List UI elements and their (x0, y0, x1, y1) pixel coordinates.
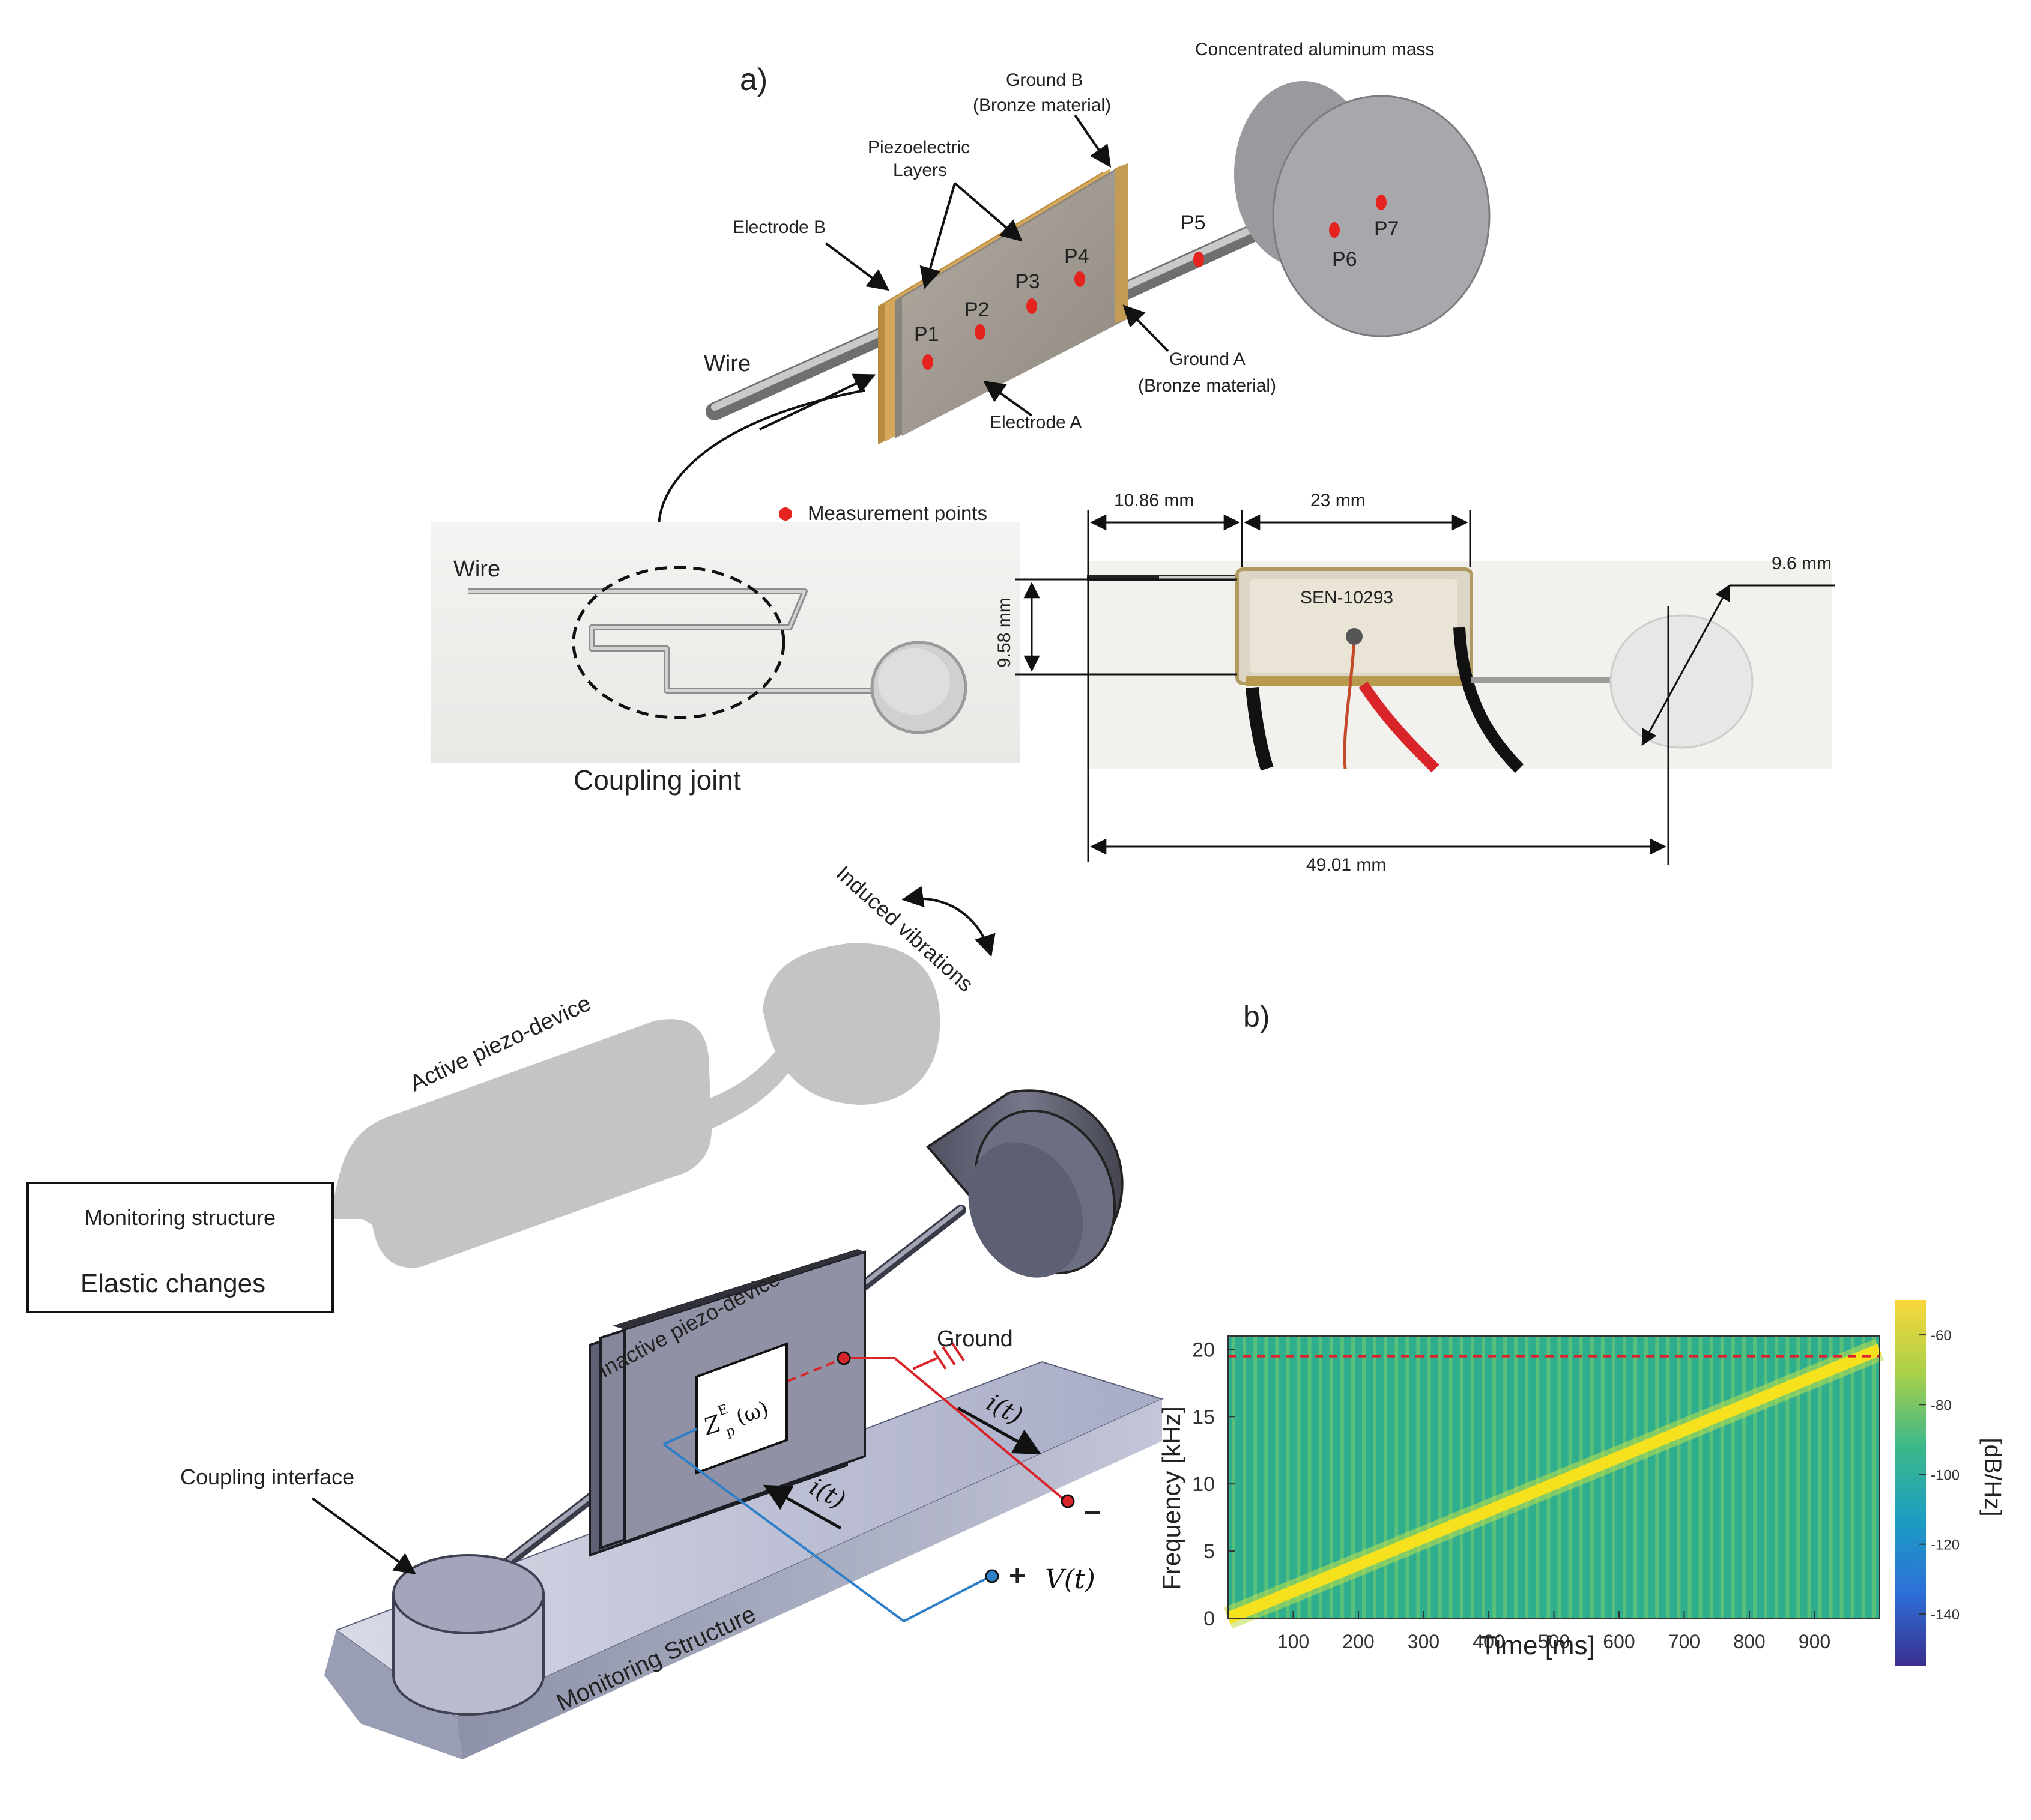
colorbar-tick-label: -60 (1931, 1328, 1952, 1344)
y-tick-label: 10 (1192, 1473, 1215, 1496)
coupling-interface-label: Coupling interface (180, 1465, 354, 1489)
cad-wire-label: Wire (704, 351, 751, 376)
x-tick-label: 100 (1277, 1631, 1309, 1652)
mass-label: Concentrated aluminum mass (1195, 40, 1435, 59)
panel-b: b) 100 200 300 400 500 600 700 800 900 0 5 10 15 20 F… (1157, 1000, 2006, 1666)
minus-label: – (1084, 1493, 1101, 1527)
monitoring-box (26, 1182, 334, 1313)
y-tick-label: 20 (1192, 1338, 1215, 1361)
ground-b-label: Ground B (1006, 70, 1083, 90)
terminal-plus (985, 1569, 999, 1583)
colorbar-tick-label: -80 (1931, 1397, 1952, 1413)
colorbar-tick-label: -120 (1931, 1537, 1960, 1553)
point-p7 (1376, 195, 1387, 210)
spectrogram-axes: 100 200 300 400 500 600 700 800 900 0 5 10 15 20 (1192, 1338, 1830, 1652)
colorbar-label: [dB/Hz] (1979, 1438, 2006, 1516)
dim-2-label: 23 mm (1310, 491, 1366, 510)
label-p3: P3 (1015, 270, 1040, 293)
terminal-minus (1061, 1494, 1075, 1508)
colorbar-tick-label: -100 (1931, 1467, 1960, 1483)
electrode-b-label: Electrode B (733, 217, 826, 237)
point-p5 (1193, 252, 1204, 267)
node-red (837, 1351, 851, 1365)
panel-b-label: b) (1243, 1000, 1270, 1033)
x-tick-label: 400 (1473, 1631, 1504, 1652)
chirp-line (1226, 1344, 1882, 1624)
ground-a-label: Ground A (1169, 349, 1246, 369)
dim-height-label: 9.58 mm (994, 597, 1014, 668)
cad-piezo-plate (878, 163, 1128, 444)
x-tick-label: 500 (1538, 1631, 1570, 1652)
label-p7: P7 (1374, 217, 1399, 240)
x-tick-label: 700 (1668, 1631, 1700, 1652)
x-tick-label: 900 (1799, 1631, 1830, 1652)
point-p1 (922, 354, 933, 370)
legend-dot (779, 507, 792, 521)
electrode-a-label: Electrode A (990, 413, 1082, 432)
dim-total-label: 49.01 mm (1306, 855, 1386, 875)
monitoring-box-line2: Elastic changes (80, 1269, 265, 1298)
coupling-photo: Wire Coupling joint (431, 522, 1020, 796)
colorbar (1895, 1300, 1926, 1666)
impedance-sup: E (716, 1402, 730, 1419)
monitoring-box-line1: Monitoring structure (85, 1205, 276, 1230)
x-axis-label: Time [ms] (1480, 1631, 1594, 1660)
photo-wire-label: Wire (453, 557, 500, 582)
label-p1: P1 (914, 323, 939, 346)
y-axis-label: Frequency [kHz] (1157, 1406, 1185, 1590)
panel-coupling-schematic: Induced vibrations Active piezo-device M… (26, 860, 1164, 1759)
measurement-points (922, 195, 1387, 370)
panel-a: a) (431, 40, 1835, 875)
legend-label: Measurement points (808, 502, 987, 524)
colorbar-tick-label: -140 (1931, 1607, 1960, 1623)
point-p3 (1026, 298, 1037, 314)
device-photo: SEN-10293 (1087, 561, 1832, 773)
point-p2 (975, 324, 985, 340)
y-tick-label: 0 (1203, 1607, 1215, 1630)
dim-diameter-label: 9.6 mm (1772, 554, 1832, 573)
point-p6 (1329, 222, 1340, 238)
ground-a-material: (Bronze material) (1138, 376, 1276, 396)
circuit (662, 1341, 1067, 1623)
plus-label: + (1009, 1560, 1026, 1592)
ground-b-material: (Bronze material) (973, 95, 1111, 115)
label-p2: P2 (964, 298, 990, 321)
dim-1-label: 10.86 mm (1114, 491, 1194, 510)
voltage-label: V(t) (1045, 1564, 1095, 1595)
coupling-joint-circle (572, 566, 785, 719)
sensor-part-label: SEN-10293 (1300, 588, 1393, 608)
inactive-mass-cylinder (926, 1089, 1124, 1278)
panel-a-label: a) (740, 62, 767, 97)
label-p4: P4 (1064, 245, 1089, 268)
spectrogram (1223, 1335, 1884, 1629)
label-p6: P6 (1332, 248, 1357, 271)
colorbar-ticks: -60 -80 -100 -120 -140 (1919, 1328, 1960, 1623)
coupling-interface-cylinder (392, 1554, 545, 1716)
x-tick-label: 200 (1342, 1631, 1374, 1652)
x-tick-label: 600 (1603, 1631, 1635, 1652)
y-tick-label: 5 (1203, 1540, 1215, 1563)
impedance-box (695, 1342, 788, 1475)
point-p4 (1074, 271, 1085, 287)
piezo-layers-label-1: Piezoelectric (868, 138, 970, 157)
active-piezo-ghost (323, 943, 940, 1268)
x-tick-label: 800 (1733, 1631, 1765, 1652)
piezo-layers-label-2: Layers (893, 160, 947, 180)
coupling-joint-label: Coupling joint (574, 764, 741, 796)
label-p5: P5 (1181, 211, 1206, 234)
cad-aluminum-mass (1234, 81, 1491, 337)
ground-label: Ground (937, 1326, 1013, 1352)
x-tick-label: 300 (1408, 1631, 1439, 1652)
y-tick-label: 15 (1192, 1406, 1215, 1428)
